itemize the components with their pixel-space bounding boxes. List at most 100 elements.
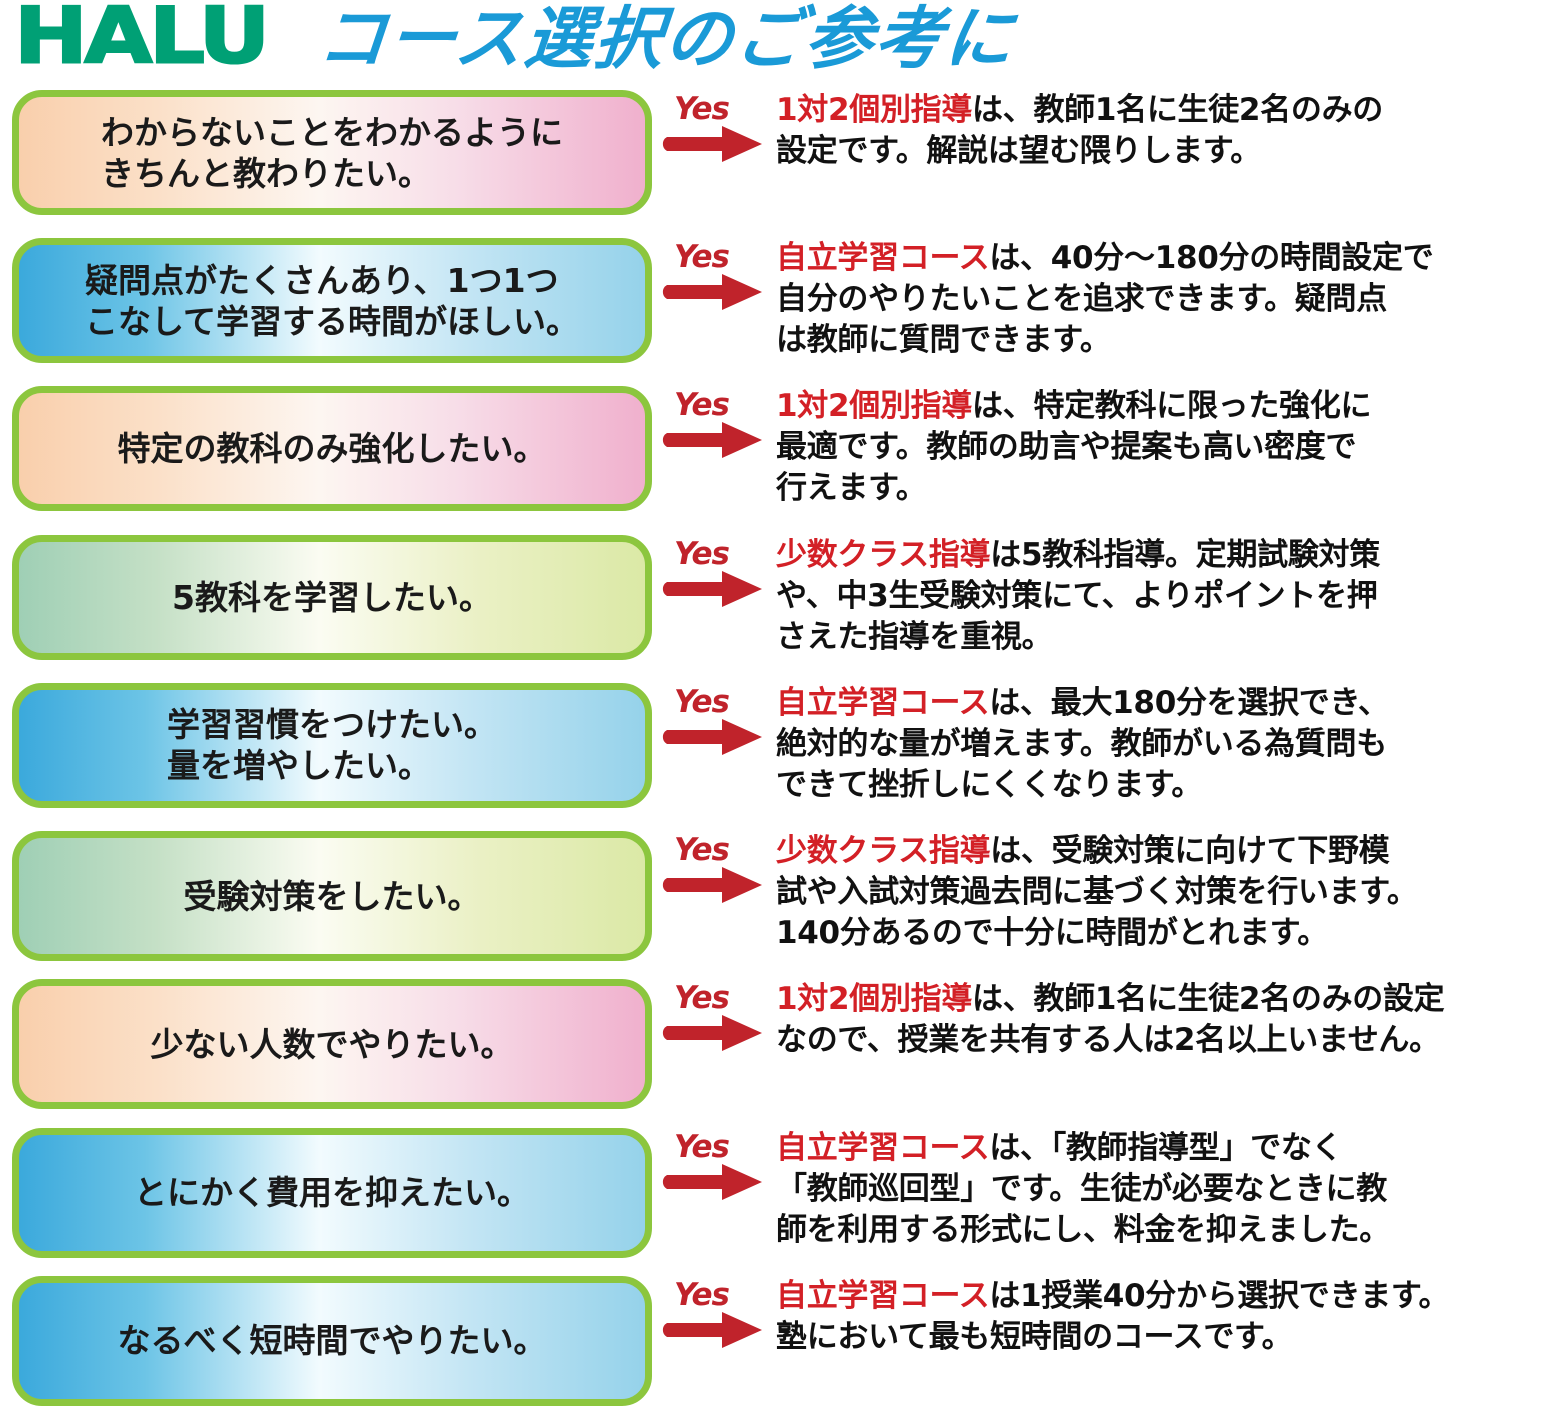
question-box-wrapper: 受験対策をしたい。 <box>0 831 660 962</box>
right-arrow-icon <box>662 1013 766 1053</box>
answer-text: 1対2個別指導は、教師1名に生徒2名のみの設定なので、授業を共有する人は2名以上… <box>776 979 1567 1061</box>
course-name: 自立学習コース <box>776 240 990 277</box>
question-box[interactable]: 5教科を学習したい。 <box>12 534 652 660</box>
answer-line-text: は、教師1名に生徒2名のみの <box>972 92 1383 128</box>
yes-label: Yes <box>674 239 730 276</box>
question-text: とにかく費用を抑えたい。 <box>134 1173 530 1213</box>
yes-label: Yes <box>674 387 730 424</box>
answer-line: 140分あるので十分に時間がとれます。 <box>776 915 1328 952</box>
answer-block: Yes 少数クラス指導は、受験対策に向けて下野模試や入試対策過去問に基づく対策を行… <box>660 831 1567 954</box>
answer-line-text: は、最大180分を選択でき、 <box>989 684 1389 721</box>
answer-line: 自立学習コースは、「教師指導型」でなく <box>776 1128 1567 1169</box>
question-box-wrapper: とにかく費用を抑えたい。 <box>0 1127 660 1258</box>
question-box-wrapper: わからないことをわかるように きちんと教わりたい。 <box>0 90 660 215</box>
question-text: 受験対策をしたい。 <box>183 876 481 916</box>
answer-line: 絶対的な量が増えます。教師がいる為質問も <box>776 725 1387 762</box>
answer-line: 少数クラス指導は、受験対策に向けて下野模 <box>776 831 1567 872</box>
answer-line: 自分のやりたいことを追求できます。疑問点 <box>776 281 1387 318</box>
right-arrow-icon <box>662 124 766 164</box>
question-box[interactable]: 学習習慣をつけたい。 量を増やしたい。 <box>12 682 652 808</box>
answer-line: 自立学習コースは、最大180分を選択でき、 <box>776 683 1567 724</box>
question-box[interactable]: 少ない人数でやりたい。 <box>12 979 652 1110</box>
right-arrow-icon <box>662 272 766 312</box>
answer-text: 自立学習コースは、「教師指導型」でなく「教師巡回型」です。生徒が必要なときに教師… <box>776 1128 1567 1251</box>
question-box-wrapper: 特定の教科のみ強化したい。 <box>0 386 660 512</box>
answer-line: 「教師巡回型」です。生徒が必要なときに教 <box>776 1170 1387 1207</box>
answer-line-text: は、40分～180分の時間設定で <box>989 240 1434 277</box>
question-box-wrapper: 5教科を学習したい。 <box>0 534 660 660</box>
answer-line-text: は、「教師指導型」でなく <box>989 1129 1343 1166</box>
question-box[interactable]: 特定の教科のみ強化したい。 <box>12 386 652 512</box>
answer-line-text: は、特定教科に限った強化に <box>972 388 1372 425</box>
answer-line: 1対2個別指導は、教師1名に生徒2名のみの <box>776 90 1567 131</box>
answer-text: 1対2個別指導は、教師1名に生徒2名のみの設定です。解説は望む隈りします。 <box>776 90 1567 172</box>
right-arrow-icon <box>662 717 766 757</box>
course-name: 自立学習コース <box>776 1129 990 1166</box>
yes-label: Yes <box>674 1128 730 1165</box>
guide-row: なるべく短時間でやりたい。 Yes 自立学習コースは1授業40分から選択できます。塾… <box>0 1275 1567 1424</box>
answer-line: さえた指導を重視。 <box>776 618 1053 655</box>
question-box[interactable]: わからないことをわかるように きちんと教わりたい。 <box>12 90 652 215</box>
question-box-wrapper: なるべく短時間でやりたい。 <box>0 1275 660 1406</box>
question-box[interactable]: とにかく費用を抑えたい。 <box>12 1127 652 1258</box>
right-arrow-icon <box>662 420 766 460</box>
course-name: 1対2個別指導 <box>776 92 973 128</box>
question-text: 少ない人数でやりたい。 <box>150 1024 514 1064</box>
yes-label: Yes <box>674 1276 730 1313</box>
page-header: HALU コース選択のご参考に <box>0 0 1567 90</box>
guide-row: 疑問点がたくさんあり、1つ1つ こなして学習する時間がほしい。 Yes 自立学習コー… <box>0 238 1567 386</box>
answer-line: 最適です。教師の助言や提案も高い密度で <box>776 429 1357 466</box>
page-title: コース選択のご参考に <box>314 0 1018 79</box>
question-box[interactable]: 受験対策をしたい。 <box>12 831 652 962</box>
answer-line-text: は、教師1名に生徒2名のみの設定 <box>972 981 1445 1018</box>
yes-label: Yes <box>674 832 730 869</box>
answer-line: 師を利用する形式にし、料金を抑えました。 <box>776 1211 1390 1248</box>
right-arrow-icon <box>662 1310 766 1350</box>
question-box-wrapper: 少ない人数でやりたい。 <box>0 979 660 1110</box>
answer-line: なので、授業を共有する人は2名以上いません。 <box>776 1022 1440 1059</box>
guide-row: 少ない人数でやりたい。 Yes 1対2個別指導は、教師1名に生徒2名のみの設定なので… <box>0 979 1567 1127</box>
right-arrow-icon <box>662 865 766 905</box>
halu-logo: HALU <box>13 0 272 81</box>
answer-line: は教師に質問できます。 <box>776 322 1111 359</box>
course-name: 自立学習コース <box>776 1277 990 1314</box>
answer-line: 行えます。 <box>776 470 927 507</box>
question-box[interactable]: なるべく短時間でやりたい。 <box>12 1275 652 1406</box>
answer-text: 少数クラス指導は、受験対策に向けて下野模試や入試対策過去問に基づく対策を行います… <box>776 831 1567 954</box>
answer-line: 設定です。解説は望む隈りします。 <box>776 133 1261 169</box>
answer-block: Yes 自立学習コースは1授業40分から選択できます。塾において最も短時間のコース… <box>660 1276 1567 1358</box>
answer-text: 1対2個別指導は、特定教科に限った強化に最適です。教師の助言や提案も高い密度で行… <box>776 386 1567 509</box>
answer-line-text: は、受験対策に向けて下野模 <box>990 833 1390 870</box>
question-box[interactable]: 疑問点がたくさんあり、1つ1つ こなして学習する時間がほしい。 <box>12 238 652 364</box>
answer-text: 自立学習コースは1授業40分から選択できます。塾において最も短時間のコースです。 <box>776 1276 1567 1358</box>
course-name: 1対2個別指導 <box>776 388 973 425</box>
answer-line: 塾において最も短時間のコースです。 <box>776 1318 1293 1355</box>
answer-block: Yes 1対2個別指導は、教師1名に生徒2名のみの設定なので、授業を共有する人は2… <box>660 979 1567 1061</box>
yes-label: Yes <box>674 91 730 127</box>
answer-line-text: は5教科指導。定期試験対策 <box>990 536 1380 573</box>
answer-line: 1対2個別指導は、教師1名に生徒2名のみの設定 <box>776 979 1567 1020</box>
question-box-wrapper: 疑問点がたくさんあり、1つ1つ こなして学習する時間がほしい。 <box>0 238 660 364</box>
yes-label: Yes <box>674 535 730 572</box>
course-name: 少数クラス指導 <box>776 536 991 573</box>
question-text: 5教科を学習したい。 <box>172 577 492 617</box>
right-arrow-icon <box>662 569 766 609</box>
question-text: 疑問点がたくさんあり、1つ1つ こなして学習する時間がほしい。 <box>84 260 579 341</box>
answer-line-text: は1授業40分から選択できます。 <box>989 1277 1450 1314</box>
answer-line: 1対2個別指導は、特定教科に限った強化に <box>776 386 1567 427</box>
guide-row: 受験対策をしたい。 Yes 少数クラス指導は、受験対策に向けて下野模試や入試対策過去… <box>0 831 1567 979</box>
answer-line: 自立学習コースは、40分～180分の時間設定で <box>776 238 1567 279</box>
answer-text: 自立学習コースは、最大180分を選択でき、絶対的な量が増えます。教師がいる為質問… <box>776 683 1567 806</box>
yes-label: Yes <box>674 980 730 1017</box>
